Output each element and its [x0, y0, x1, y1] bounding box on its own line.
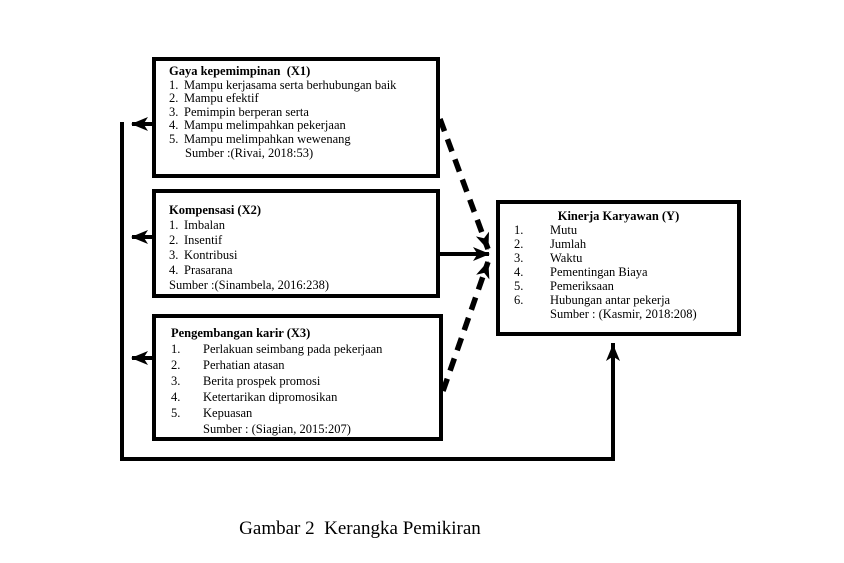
simultaneous-loop-line — [120, 122, 620, 461]
list-item: 5. Kepuasan — [171, 405, 435, 421]
box-x2-item-list: 1. Imbalan 2. Insentif 3. Kontribusi 4. … — [169, 218, 432, 278]
list-item: 2. Insentif — [169, 233, 432, 248]
box-gaya-kepemimpinan-x1: Gaya kepemimpinan (X1) 1. Mampu kerjasam… — [152, 57, 440, 178]
list-item: 5. Mampu melimpahkan wewenang — [169, 131, 432, 147]
item-number: 1. — [169, 77, 179, 92]
list-item: 3. Waktu — [514, 251, 733, 265]
item-text: Mutu — [550, 223, 578, 237]
box-x1-source: Sumber :(Rivai, 2018:53) — [185, 145, 314, 160]
list-item: 6. Hubungan antar pekerja — [514, 293, 733, 307]
item-number: 5. — [169, 131, 179, 146]
item-number: 3. — [169, 104, 179, 119]
item-text: Prasarana — [184, 263, 233, 277]
item-text: Kepuasan — [203, 406, 253, 420]
box-kompensasi-x2: Kompensasi (X2) 1. Imbalan 2. Insentif 3… — [152, 189, 440, 298]
item-text: Berita prospek promosi — [203, 374, 321, 388]
item-number: 2. — [514, 237, 524, 251]
item-text: Ketertarikan dipromosikan — [203, 390, 338, 404]
item-number: 2. — [169, 233, 179, 247]
item-text: Pementingan Biaya — [550, 265, 648, 279]
box-kinerja-karyawan-y: Kinerja Karyawan (Y) 1. Mutu 2. Jumlah 3… — [496, 200, 741, 336]
item-text: Mampu melimpahkan pekerjaan — [184, 118, 346, 133]
item-number: 4. — [169, 263, 179, 277]
item-number: 6. — [514, 293, 524, 307]
item-text: Waktu — [550, 251, 583, 265]
list-item: 4. Pementingan Biaya — [514, 265, 733, 279]
item-number: 3. — [514, 251, 524, 265]
item-text: Jumlah — [550, 237, 587, 251]
item-text: Perlakuan seimbang pada pekerjaan — [203, 342, 383, 356]
item-number: 5. — [514, 279, 524, 293]
item-text: Pemimpin berperan serta — [184, 104, 309, 119]
item-text: Mampu efektif — [184, 91, 259, 106]
item-text: Perhatian atasan — [203, 358, 285, 372]
item-number: 2. — [169, 91, 179, 106]
item-number: 5. — [171, 406, 181, 420]
box-y-item-list: 1. Mutu 2. Jumlah 3. Waktu 4. Pementinga… — [514, 223, 733, 307]
item-text: Imbalan — [184, 218, 225, 232]
box-pengembangan-karir-x3: Pengembangan karir (X3) 1. Perlakuan sei… — [152, 314, 443, 441]
list-item: 3. Pemimpin berperan serta — [169, 104, 432, 120]
item-number: 3. — [171, 374, 181, 388]
box-x3-source: Sumber : (Siagian, 2015:207) — [203, 422, 351, 436]
list-item: 1. Mampu kerjasama serta berhubungan bai… — [169, 77, 432, 93]
dashed-arrow-x3-to-y — [440, 261, 491, 392]
item-number: 4. — [514, 265, 524, 279]
box-y-source: Sumber : (Kasmir, 2018:208) — [550, 307, 697, 321]
item-number: 2. — [171, 358, 181, 372]
box-x3-item-list: 1. Perlakuan seimbang pada pekerjaan 2. … — [171, 341, 435, 421]
figure-caption: Gambar 2 Kerangka Pemikiran — [239, 518, 481, 539]
item-text: Hubungan antar pekerja — [550, 293, 671, 307]
item-text: Insentif — [184, 233, 223, 247]
box-x2-source: Sumber :(Sinambela, 2016:238) — [169, 278, 330, 292]
list-item: 4. Prasarana — [169, 263, 432, 278]
list-item: 2. Perhatian atasan — [171, 357, 435, 373]
box-x2-title: Kompensasi (X2) — [169, 203, 262, 217]
list-item: 4. Ketertarikan dipromosikan — [171, 389, 435, 405]
item-number: 1. — [169, 218, 179, 232]
box-x3-title: Pengembangan karir (X3) — [171, 326, 311, 340]
item-number: 4. — [169, 118, 179, 133]
item-number: 1. — [514, 223, 524, 237]
item-text: Pemeriksaan — [550, 279, 614, 293]
list-item: 1. Imbalan — [169, 218, 432, 233]
list-item: 5. Pemeriksaan — [514, 279, 733, 293]
list-item: 1. Mutu — [514, 223, 733, 237]
list-item: 3. Kontribusi — [169, 248, 432, 263]
item-text: Kontribusi — [184, 248, 238, 262]
list-item: 1. Perlakuan seimbang pada pekerjaan — [171, 341, 435, 357]
dashed-arrow-x1-to-y — [437, 118, 491, 250]
list-item: 3. Berita prospek promosi — [171, 373, 435, 389]
list-item: 2. Jumlah — [514, 237, 733, 251]
item-number: 4. — [171, 390, 181, 404]
item-number: 1. — [171, 342, 181, 356]
list-item: 2. Mampu efektif — [169, 92, 432, 106]
list-item: 4. Mampu melimpahkan pekerjaan — [169, 119, 432, 133]
item-text: Mampu melimpahkan wewenang — [184, 131, 351, 146]
box-x1-item-list: 1. Mampu kerjasama serta berhubungan bai… — [169, 77, 432, 147]
item-text: Mampu kerjasama serta berhubungan baik — [184, 77, 397, 92]
box-y-title: Kinerja Karyawan (Y) — [557, 209, 680, 223]
box-x1-title: Gaya kepemimpinan (X1) — [169, 64, 311, 78]
item-number: 3. — [169, 248, 179, 262]
